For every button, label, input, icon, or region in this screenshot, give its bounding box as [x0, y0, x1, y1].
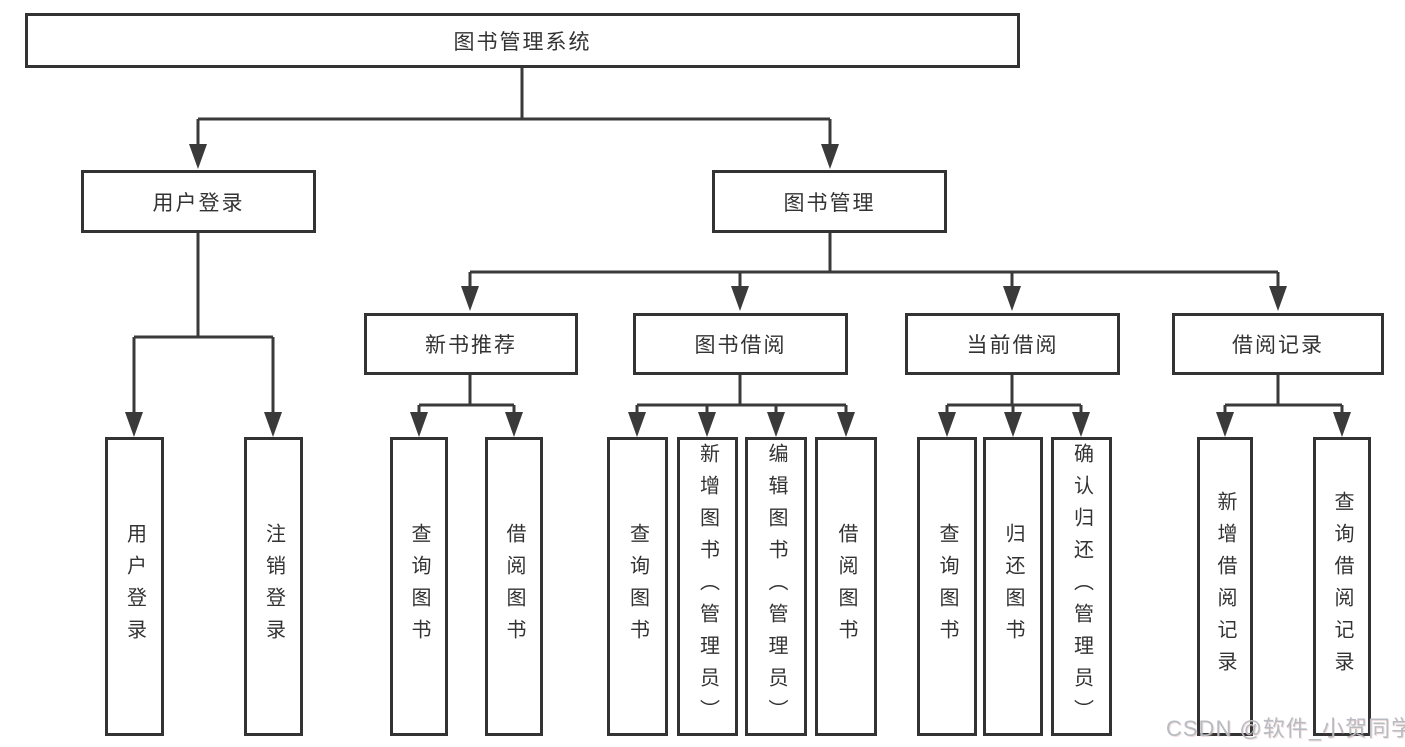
leaf-logout-label: 注销登录	[262, 522, 285, 651]
leaf-logout: 注销登录	[244, 437, 303, 736]
leaf-add-borrow-record: 新增借阅记录	[1197, 437, 1253, 736]
leaf-add-books-admin-label: 新增图书（管理员）	[696, 442, 719, 731]
leaf-recommend-query-books-label: 查询图书	[408, 522, 430, 651]
node-borrowing-records-label: 借阅记录	[1232, 334, 1324, 357]
node-new-book-recommend-label: 新书推荐	[425, 334, 517, 357]
leaf-current-query-books-label: 查询图书	[936, 522, 958, 651]
node-borrowing-records: 借阅记录	[1172, 313, 1384, 375]
leaf-confirm-return-admin: 确认归还（管理员）	[1051, 437, 1112, 736]
leaf-current-query-books: 查询图书	[917, 437, 977, 736]
node-book-management-label: 图书管理	[783, 191, 876, 215]
leaf-borrowing-borrow-books: 借阅图书	[815, 437, 877, 736]
leaf-user-login: 用户登录	[105, 437, 164, 736]
arrowheads	[125, 144, 1351, 437]
node-current-borrowing: 当前借阅	[905, 313, 1120, 375]
node-library-system: 图书管理系统	[25, 13, 1020, 68]
leaf-recommend-borrow-books: 借阅图书	[485, 437, 543, 736]
node-library-system-label: 图书管理系统	[453, 30, 592, 54]
csdn-watermark: CSDN @软件_小贺同学	[1166, 716, 1405, 741]
leaf-recommend-borrow-books-label: 借阅图书	[503, 522, 525, 651]
node-new-book-recommend: 新书推荐	[364, 313, 578, 375]
leaf-borrowing-borrow-books-label: 借阅图书	[835, 522, 857, 651]
leaf-borrowing-query-books: 查询图书	[607, 437, 668, 736]
node-book-management: 图书管理	[712, 170, 947, 233]
leaf-query-borrow-record-label: 查询借阅记录	[1331, 490, 1353, 683]
node-current-borrowing-label: 当前借阅	[966, 334, 1059, 357]
leaf-return-books: 归还图书	[983, 437, 1043, 736]
node-user-login: 用户登录	[81, 170, 316, 233]
leaf-add-borrow-record-label: 新增借阅记录	[1214, 490, 1236, 683]
leaf-edit-books-admin-label: 编辑图书（管理员）	[765, 442, 787, 731]
leaf-recommend-query-books: 查询图书	[390, 437, 448, 736]
leaf-query-borrow-record: 查询借阅记录	[1313, 437, 1371, 736]
node-book-borrowing: 图书借阅	[633, 313, 848, 375]
node-book-borrowing-label: 图书借阅	[694, 334, 787, 357]
leaf-edit-books-admin: 编辑图书（管理员）	[745, 437, 807, 736]
leaf-return-books-label: 归还图书	[1002, 522, 1024, 651]
leaf-add-books-admin: 新增图书（管理员）	[677, 437, 738, 736]
leaf-borrowing-query-books-label: 查询图书	[626, 522, 649, 651]
leaf-confirm-return-admin-label: 确认归还（管理员）	[1070, 442, 1093, 731]
node-user-login-label: 用户登录	[152, 191, 245, 215]
leaf-user-login-label: 用户登录	[123, 522, 146, 651]
